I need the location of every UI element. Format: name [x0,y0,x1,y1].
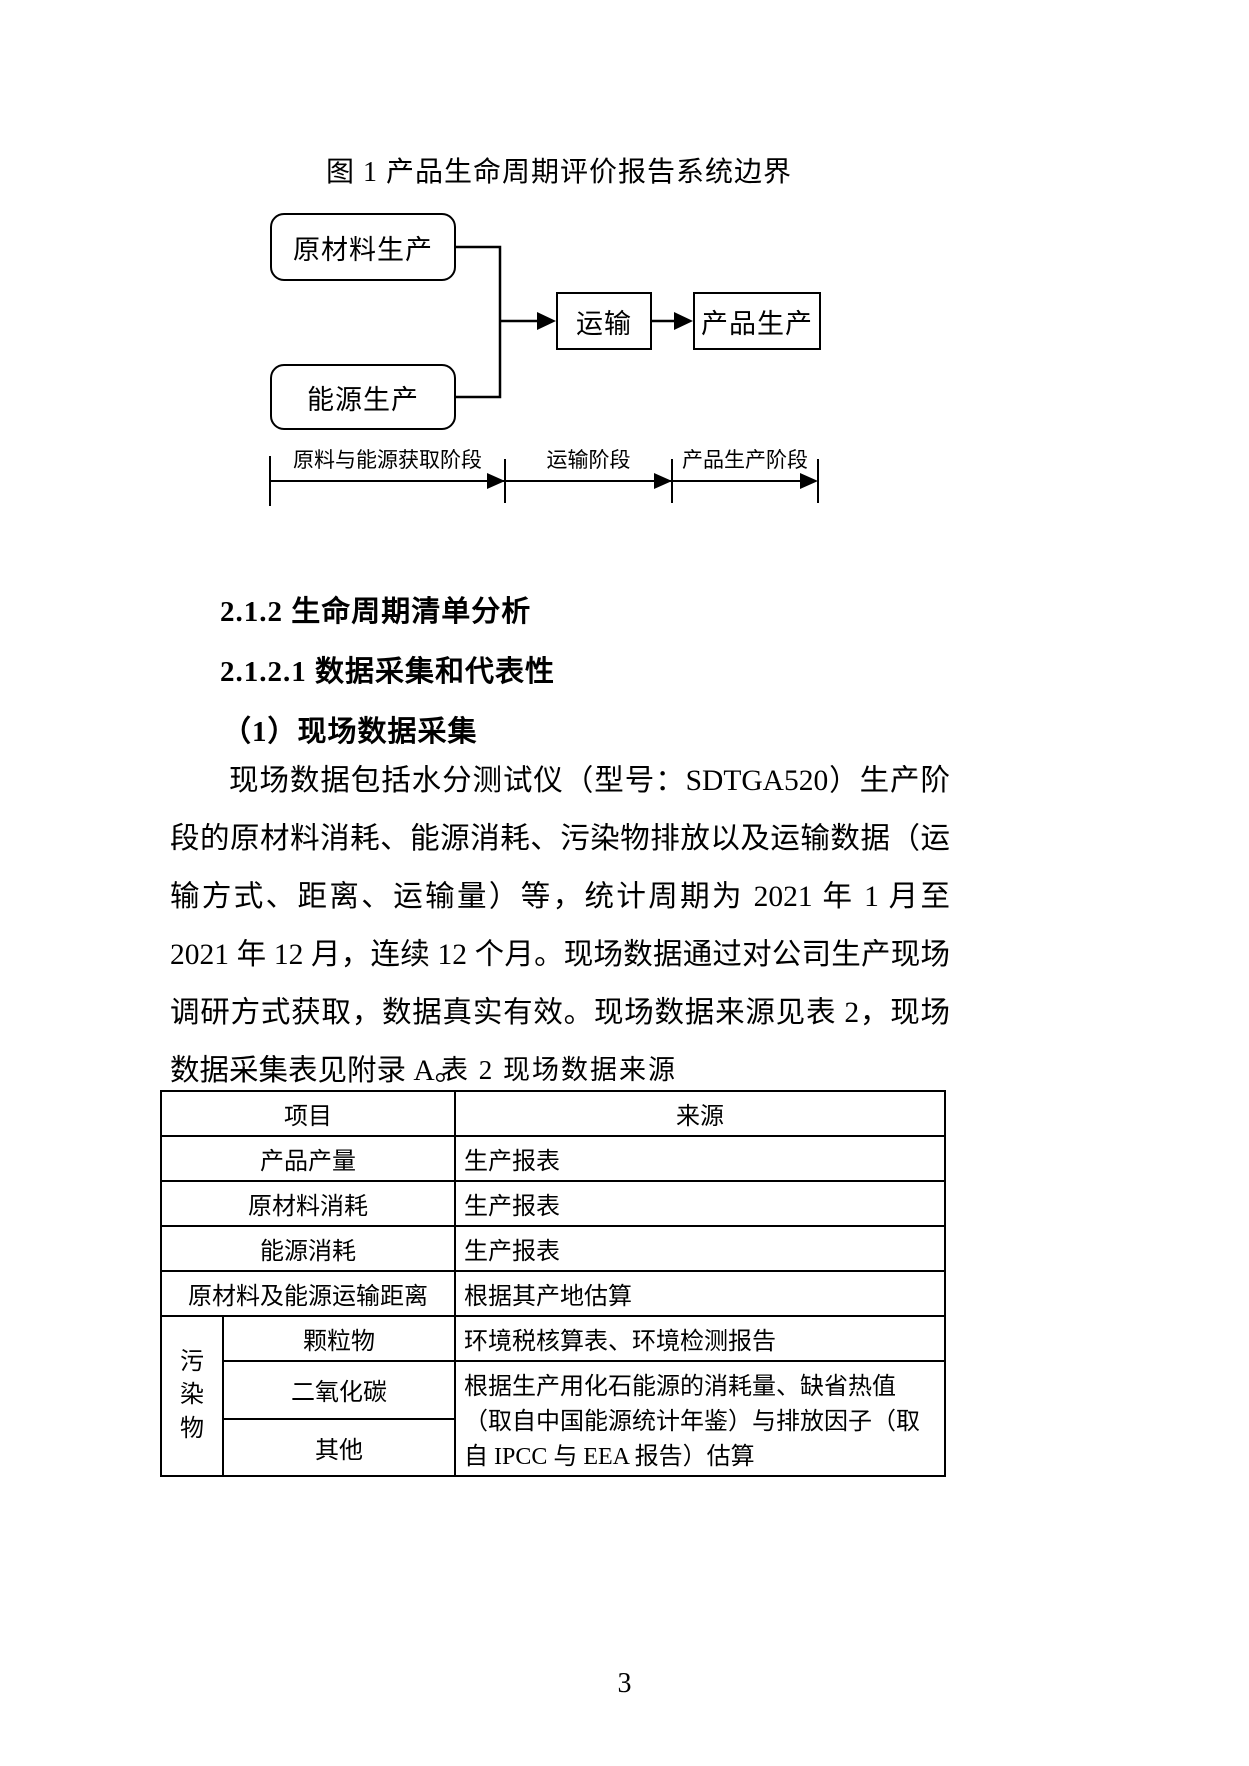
cell-item: 二氧化碳 [222,1360,456,1420]
phase1-arrow-icon [487,473,505,489]
arrow-to-product-icon [674,312,693,330]
cell-source: 生产报表 [454,1180,946,1227]
figure-caption: 图 1 产品生命周期评价报告系统边界 [325,157,792,188]
heading-onsite-data: （1）现场数据采集 [222,716,478,748]
phase2-arrow-icon [654,473,672,489]
cell-item: 原材料消耗 [160,1180,456,1227]
cell-item: 原材料及能源运输距离 [160,1270,456,1317]
cell-item: 颗粒物 [222,1315,456,1362]
column-header-source: 来源 [454,1090,946,1137]
diagram-box-product: 产品生产 [693,292,821,350]
table-row: 能源消耗 生产报表 [160,1225,946,1272]
phase-label-acquisition: 原料与能源获取阶段 [293,448,482,472]
heading-2-1-2-1: 2.1.2.1 数据采集和代表性 [220,656,556,688]
arrow-to-transport-icon [537,312,556,330]
phase-label-production: 产品生产阶段 [682,448,808,472]
column-header-item: 项目 [160,1090,456,1137]
phase3-arrow-icon [800,473,818,489]
page-number: 3 [617,1668,632,1699]
phase-label-transport: 运输阶段 [546,448,631,472]
diagram-connectors [269,245,819,506]
cell-item: 能源消耗 [160,1225,456,1272]
cell-item: 产品产量 [160,1135,456,1182]
table-row: 产品产量 生产报表 [160,1135,946,1182]
cell-source: 生产报表 [454,1225,946,1272]
cell-source: 环境税核算表、环境检测报告 [454,1315,946,1362]
table-row: 其他 [161,1417,945,1477]
table-row: 二氧化碳 根据生产用化石能源的消耗量、缺省热值（取自中国能源统计年鉴）与排放因子… [161,1360,946,1477]
cell-pollutant-group-label: 污染物 [160,1315,224,1477]
data-source-table: 项目 来源 产品产量 生产报表 原材料消耗 生产报表 能源消耗 生产报表 原材料… [160,1090,946,1477]
diagram-box-raw-material: 原材料生产 [270,213,456,281]
cell-source-merged: 根据生产用化石能源的消耗量、缺省热值（取自中国能源统计年鉴）与排放因子（取自 I… [454,1360,946,1477]
table-header-row: 项目 来源 [160,1090,946,1137]
table-row: 原材料消耗 生产报表 [160,1180,946,1227]
body-paragraph: 现场数据包括水分测试仪（型号：SDTGA520）生产阶段的原材料消耗、能源消耗、… [170,765,950,1087]
table-title: 表 2 现场数据来源 [441,1055,677,1085]
table-row: 原材料及能源运输距离 根据其产地估算 [160,1270,946,1317]
cell-item: 其他 [222,1417,456,1477]
diagram-box-energy: 能源生产 [270,364,456,430]
system-boundary-diagram: 原材料生产 能源生产 运输 产品生产 原料与能源获取阶段 运输阶段 产品生产阶段 [160,196,960,526]
heading-2-1-2: 2.1.2 生命周期清单分析 [220,596,532,628]
cell-source: 根据其产地估算 [454,1270,946,1317]
table-row: 污染物 颗粒物 环境税核算表、环境检测报告 [160,1315,946,1477]
diagram-box-transport: 运输 [556,292,652,350]
cell-source: 生产报表 [454,1135,946,1182]
